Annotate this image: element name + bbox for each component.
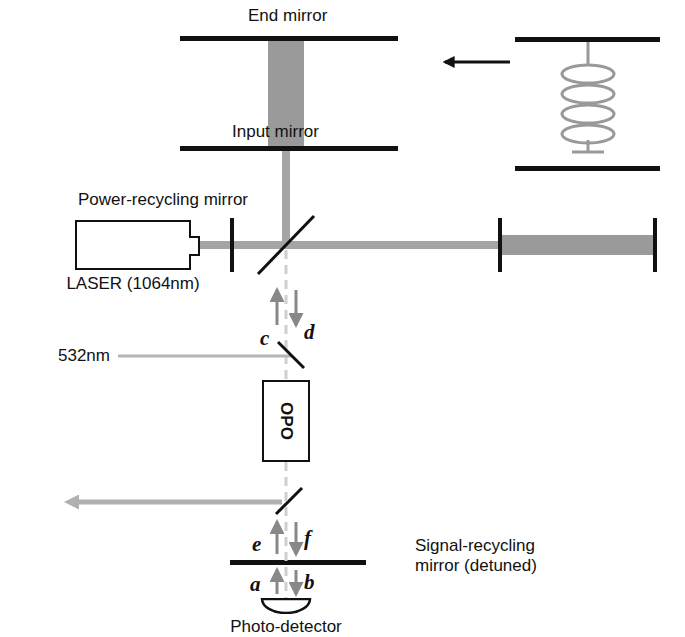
part-label: Signal-recycling mirror (detuned) (415, 536, 563, 575)
part-label: LASER (1064nm) (66, 274, 199, 294)
box-label: OPO (276, 402, 296, 440)
field-letter: c (260, 326, 269, 350)
laser-beam (282, 148, 290, 245)
detector-symbol (260, 598, 312, 614)
laser-aperture (189, 236, 200, 256)
field-arrow (295, 522, 298, 554)
field-letter: e (252, 532, 261, 556)
suspension-inset (515, 37, 660, 171)
part-label: End mirror (248, 6, 327, 26)
field-arrow (295, 570, 298, 594)
end-mirror (180, 36, 398, 41)
power-recycling-mirror (230, 218, 234, 272)
part-label: Photo-detector (230, 617, 342, 637)
input-mirror (498, 218, 502, 272)
field-arrow (276, 290, 279, 325)
field-letter: f (304, 526, 311, 550)
squeezed-beam (285, 250, 288, 380)
beam-splitter (258, 216, 314, 274)
pump-beam (118, 355, 292, 358)
input-mirror (180, 146, 398, 151)
end-mirror (653, 218, 657, 272)
field-letter: d (304, 320, 315, 344)
opo-box: OPO (262, 380, 310, 462)
laser-beam (200, 241, 500, 249)
part-label: 532nm (58, 346, 110, 366)
field-arrow (295, 290, 298, 325)
photo-detector: Photo-detector (260, 598, 312, 614)
part-label: Input mirror (232, 122, 319, 142)
signal-recycling-mirror (230, 560, 366, 565)
rejected-pump (70, 500, 282, 505)
part-label: Power-recycling mirror (78, 190, 248, 210)
field-letter: a (250, 572, 261, 596)
dichroic-mirror (278, 342, 304, 368)
field-arrow (276, 522, 279, 554)
arm-cavity-beam (500, 235, 655, 255)
field-arrow (276, 570, 279, 594)
laser-box: LASER (1064nm) (75, 220, 191, 270)
beam-connector (285, 462, 288, 598)
field-letter: b (304, 570, 315, 594)
inset-arrow (445, 61, 510, 64)
